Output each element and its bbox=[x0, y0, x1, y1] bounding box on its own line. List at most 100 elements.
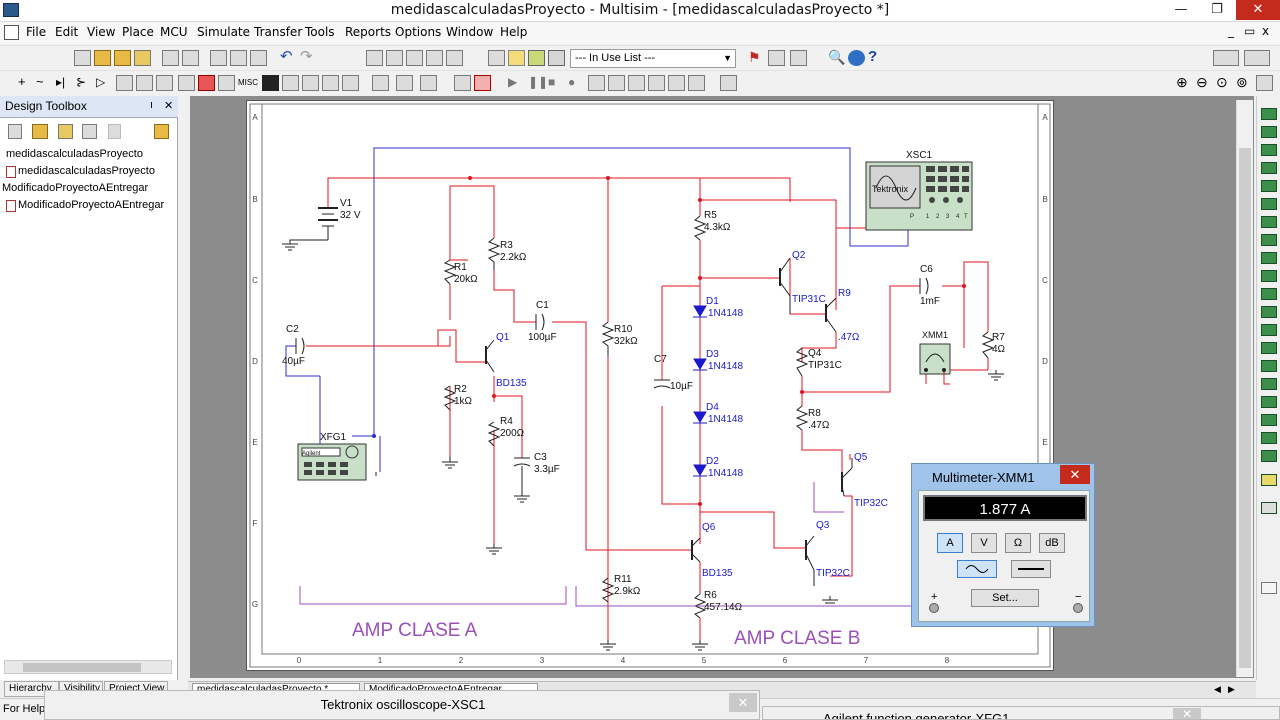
search-icon[interactable]: 🔍 bbox=[828, 49, 846, 65]
function-generator-instrument-icon[interactable] bbox=[1261, 126, 1277, 138]
new-file-icon[interactable] bbox=[74, 50, 91, 66]
indicator-component-icon[interactable] bbox=[198, 75, 215, 91]
tree-item-root[interactable]: medidascalculadasProyecto bbox=[6, 148, 143, 160]
junction-icon[interactable] bbox=[420, 75, 437, 91]
positive-terminal[interactable] bbox=[929, 603, 939, 613]
full-view-icon[interactable] bbox=[1256, 75, 1273, 91]
print-icon[interactable] bbox=[162, 50, 179, 66]
ni-elvis-icon[interactable] bbox=[1261, 450, 1277, 462]
erc-icon[interactable]: ⚑ bbox=[748, 49, 761, 65]
ac-mode-button[interactable] bbox=[957, 560, 997, 578]
scroll-thumb[interactable] bbox=[23, 663, 141, 672]
layout-toggle-icon[interactable] bbox=[1213, 50, 1239, 66]
wattmeter-instrument-icon[interactable] bbox=[1261, 144, 1277, 156]
diodes[interactable] bbox=[693, 305, 707, 477]
tab-scroll-right-icon[interactable]: ▶ bbox=[1228, 684, 1235, 694]
multimeter-window[interactable]: Multimeter-XMM1 ✕ 1.877 A A V Ω dB + − S… bbox=[911, 463, 1095, 627]
run-to-cursor-icon[interactable] bbox=[648, 75, 665, 91]
doc-restore-button[interactable]: ▭ bbox=[1244, 24, 1256, 38]
analog-component-icon[interactable]: ▷ bbox=[96, 75, 106, 89]
dc-mode-button[interactable] bbox=[1011, 560, 1051, 578]
distortion-analyzer-icon[interactable] bbox=[1261, 306, 1277, 318]
zoom-area-icon[interactable]: ⊙ bbox=[1216, 74, 1228, 90]
basic-component-icon[interactable]: ~ bbox=[36, 74, 44, 89]
transistors[interactable] bbox=[485, 257, 853, 586]
iv-analyzer-icon[interactable] bbox=[1261, 288, 1277, 300]
agilent-window-bar[interactable]: Agilent function generator-XFG1 ✕ bbox=[762, 706, 1280, 720]
help-icon[interactable]: ? bbox=[868, 48, 878, 65]
logic-analyzer-icon[interactable] bbox=[1261, 270, 1277, 282]
menu-file[interactable]: File bbox=[26, 25, 47, 39]
menu-tools[interactable]: Tools bbox=[305, 25, 335, 39]
hierarchical-block-icon[interactable] bbox=[372, 75, 389, 91]
save-design-icon[interactable] bbox=[58, 124, 73, 139]
bode-plotter-icon[interactable] bbox=[1261, 198, 1277, 210]
four-channel-scope-icon[interactable] bbox=[1261, 180, 1277, 192]
compare-icon[interactable] bbox=[548, 50, 565, 66]
new-subcircuit-icon[interactable] bbox=[82, 124, 97, 139]
zoom-out-icon[interactable]: ⊖ bbox=[1196, 74, 1208, 90]
agilent-generator-icon[interactable] bbox=[1261, 360, 1277, 372]
undo-icon[interactable]: ↶ bbox=[280, 48, 293, 65]
zoom-fit-icon[interactable]: ⊚ bbox=[1236, 74, 1248, 90]
step-out-icon[interactable] bbox=[628, 75, 645, 91]
design-toolbox-toggle-icon[interactable] bbox=[406, 50, 423, 66]
web-icon[interactable] bbox=[848, 50, 865, 66]
set-button[interactable]: Set... bbox=[971, 589, 1039, 607]
step-icon[interactable]: ● bbox=[568, 75, 576, 89]
probe-tool-icon[interactable] bbox=[1261, 582, 1277, 594]
open-folder-icon[interactable] bbox=[94, 50, 111, 66]
menu-transfer[interactable]: Transfer bbox=[254, 25, 303, 39]
run-simulation-icon[interactable]: ▶ bbox=[508, 75, 518, 89]
tree-item-modified-schematic[interactable]: ModificadoProyectoAEntregar bbox=[18, 199, 165, 211]
step-over-icon[interactable] bbox=[608, 75, 625, 91]
stop-simulation-icon[interactable]: ■ bbox=[548, 75, 556, 89]
probe-list-icon[interactable] bbox=[454, 75, 471, 91]
mode-ohmmeter-button[interactable]: Ω bbox=[1005, 533, 1031, 553]
menu-edit[interactable]: Edit bbox=[55, 25, 79, 39]
scroll-thumb[interactable] bbox=[1239, 148, 1251, 668]
cmos-component-icon[interactable] bbox=[136, 75, 153, 91]
oscilloscope-instrument-icon[interactable] bbox=[1261, 162, 1277, 174]
power-source-icon[interactable]: + bbox=[18, 74, 26, 89]
agilent-scope-icon[interactable] bbox=[1261, 396, 1277, 408]
in-use-list-select[interactable]: --- In Use List ---▼ bbox=[570, 49, 736, 68]
transistor-component-icon[interactable]: ⊱ bbox=[76, 75, 87, 89]
menu-help[interactable]: Help bbox=[500, 25, 528, 39]
menu-window[interactable]: Window bbox=[446, 25, 494, 39]
new-design-icon[interactable] bbox=[8, 124, 22, 139]
postprocessor-icon[interactable] bbox=[508, 50, 525, 66]
save-icon[interactable] bbox=[134, 50, 151, 66]
oscilloscope-xsc1[interactable] bbox=[865, 161, 973, 231]
redo-icon[interactable]: ↷ bbox=[300, 48, 313, 65]
tektronix-close-button[interactable]: ✕ bbox=[729, 693, 757, 712]
tab-scroll-left-icon[interactable]: ◀ bbox=[1214, 684, 1221, 694]
spectrum-analyzer-icon[interactable] bbox=[1261, 324, 1277, 336]
ttl-component-icon[interactable] bbox=[116, 75, 133, 91]
zoom-in-icon[interactable]: ⊕ bbox=[1176, 74, 1188, 90]
forward-annotate-icon[interactable] bbox=[790, 50, 807, 66]
open-design-icon[interactable] bbox=[32, 124, 48, 139]
delete-design-icon[interactable] bbox=[108, 124, 121, 139]
document-icon[interactable] bbox=[4, 25, 19, 40]
probe-settings-icon[interactable] bbox=[474, 75, 491, 91]
menu-options[interactable]: Options bbox=[395, 25, 442, 39]
electrical-rules-icon[interactable] bbox=[528, 50, 545, 66]
negative-terminal[interactable] bbox=[1073, 603, 1083, 613]
ni-component-icon[interactable] bbox=[322, 75, 339, 91]
mixed-component-icon[interactable] bbox=[178, 75, 195, 91]
menu-view[interactable]: View bbox=[87, 25, 116, 39]
toggle-breakpoint-icon[interactable] bbox=[668, 75, 685, 91]
rf-component-icon[interactable] bbox=[282, 75, 299, 91]
current-probe-icon[interactable] bbox=[1261, 502, 1277, 514]
database-manager-icon[interactable] bbox=[426, 50, 443, 66]
cut-icon[interactable] bbox=[210, 50, 227, 66]
resistors[interactable] bbox=[443, 215, 995, 619]
multisim-app-icon[interactable] bbox=[3, 3, 19, 17]
pin-icon[interactable]: ı bbox=[150, 99, 154, 111]
mcu-component-icon[interactable] bbox=[342, 75, 359, 91]
misc-digital-icon[interactable] bbox=[156, 75, 173, 91]
layout-toggle-2-icon[interactable] bbox=[1244, 50, 1270, 66]
mode-ammeter-button[interactable]: A bbox=[937, 533, 963, 553]
tektronix-scope-icon[interactable] bbox=[1261, 414, 1277, 426]
